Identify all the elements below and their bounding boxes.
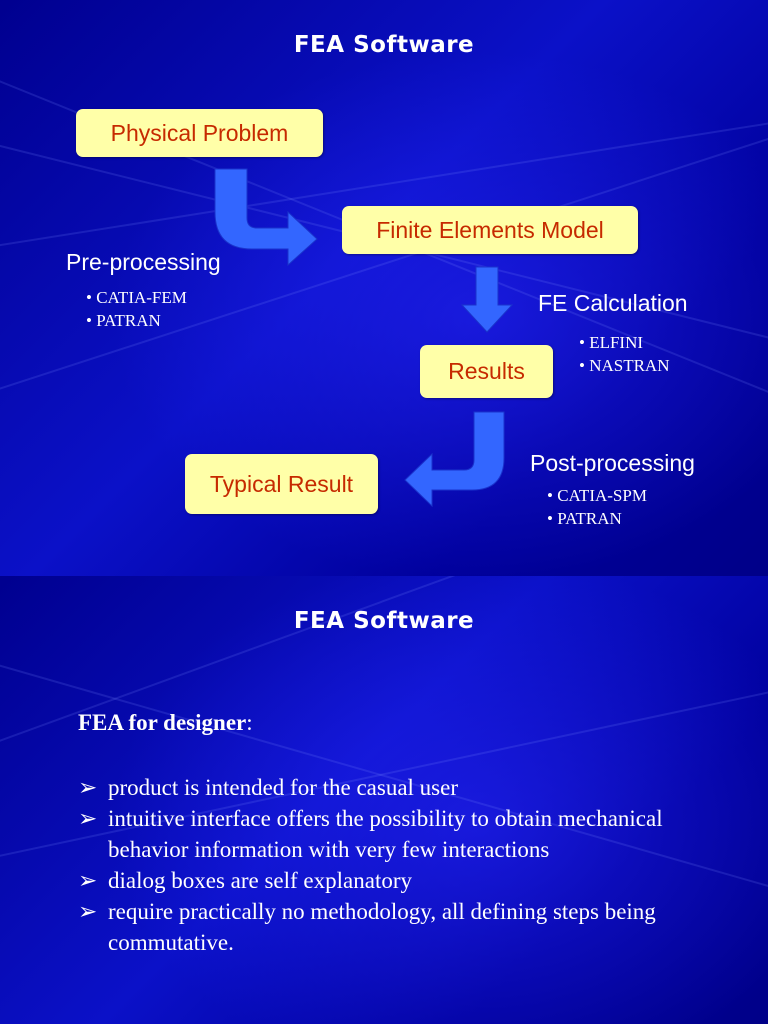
- section-heading-colon: :: [246, 710, 253, 735]
- section-heading: FEA for designer:: [78, 710, 253, 736]
- down-arrow-icon: [460, 266, 514, 333]
- slide-title: FEA Software: [293, 608, 475, 634]
- section-heading-text: FEA for designer: [78, 710, 247, 735]
- curved-arrow-right-icon: [214, 168, 318, 267]
- box-physical-problem: Physical Problem: [76, 109, 323, 157]
- slide-title: FEA Software: [293, 32, 475, 58]
- curved-arrow-left-icon: [404, 411, 505, 508]
- list-item: PATRAN: [86, 309, 187, 332]
- fe-calculation-tool-list: ELFINI NASTRAN: [579, 331, 670, 377]
- pre-processing-tool-list: CATIA-FEM PATRAN: [86, 286, 187, 332]
- slide-fea-process: FEA Software Physical Problem Finite Ele…: [0, 0, 768, 576]
- list-item: ➢intuitive interface offers the possibil…: [78, 803, 718, 865]
- list-item: ➢dialog boxes are self explanatory: [78, 865, 718, 896]
- list-item: ELFINI: [579, 331, 670, 354]
- list-item: ➢require practically no methodology, all…: [78, 896, 718, 958]
- arrow-bullet-icon: ➢: [78, 775, 98, 800]
- background-streak: [0, 576, 768, 778]
- designer-feature-list: ➢product is intended for the casual user…: [78, 772, 718, 958]
- arrow-bullet-icon: ➢: [78, 899, 98, 924]
- list-item: CATIA-FEM: [86, 286, 187, 309]
- box-finite-elements-model: Finite Elements Model: [342, 206, 638, 254]
- arrow-bullet-icon: ➢: [78, 868, 98, 893]
- post-processing-tool-list: CATIA-SPM PATRAN: [547, 484, 647, 530]
- box-results: Results: [420, 345, 553, 398]
- list-item: PATRAN: [547, 507, 647, 530]
- pre-processing-label: Pre-processing: [66, 249, 221, 275]
- fe-calculation-label: FE Calculation: [538, 290, 688, 316]
- list-item: CATIA-SPM: [547, 484, 647, 507]
- list-item: NASTRAN: [579, 354, 669, 377]
- arrow-bullet-icon: ➢: [78, 806, 98, 831]
- slide-fea-for-designer: FEA Software FEA for designer: ➢product …: [0, 576, 768, 1024]
- post-processing-label: Post-processing: [530, 450, 695, 476]
- box-typical-result: Typical Result: [185, 454, 378, 514]
- list-item: ➢product is intended for the casual user: [78, 772, 718, 803]
